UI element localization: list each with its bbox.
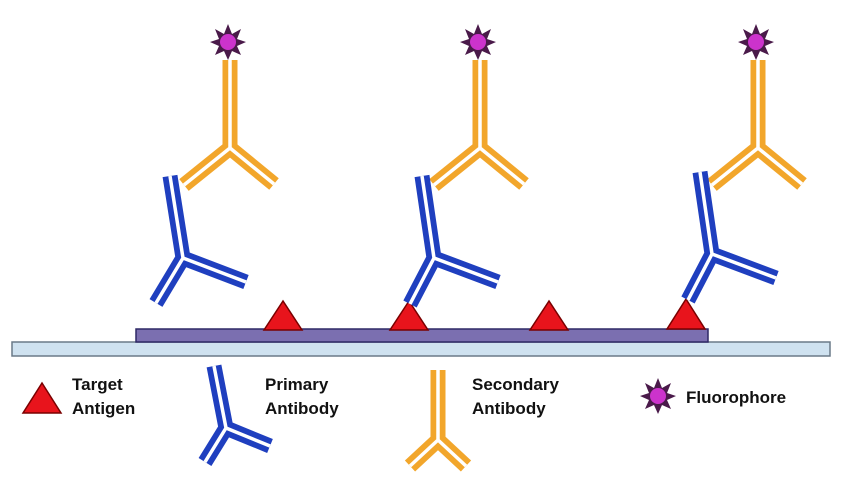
target-antigen-triangle	[528, 299, 570, 331]
membrane-layer	[135, 328, 709, 343]
fluorophore-icon	[738, 24, 774, 60]
target-antigen-triangle	[262, 299, 304, 331]
legend-primary-antibody-icon	[198, 364, 273, 466]
legend-fluorophore-label: Fluorophore	[686, 388, 786, 407]
secondary-antibody	[179, 60, 279, 191]
primary-antibody	[681, 170, 779, 304]
legend-secondary-label-line1: Secondary	[472, 375, 559, 394]
fluorophore-icon	[210, 24, 246, 60]
legend-primary-label-line1: Primary	[265, 375, 329, 394]
legend-antigen-icon	[21, 381, 63, 414]
target-antigen-triangle	[388, 299, 430, 331]
legend-antigen-label-line1: Target	[72, 375, 123, 394]
legend-fluorophore-icon	[640, 378, 676, 414]
primary-antibody	[149, 174, 249, 307]
legend-secondary-label-line2: Antibody	[472, 399, 546, 418]
legend: Target Antigen Primary Antibody Secondar…	[21, 364, 786, 472]
legend-antigen-label-line2: Antigen	[72, 399, 135, 418]
substrate-slide	[11, 341, 831, 357]
secondary-antibody	[429, 60, 529, 191]
fluorophore-icon	[460, 24, 496, 60]
legend-primary-label-line2: Antibody	[265, 399, 339, 418]
target-antigen-triangle	[665, 297, 707, 330]
legend-secondary-antibody-icon	[404, 370, 472, 472]
primary-antibody	[403, 174, 501, 308]
secondary-antibody	[707, 60, 807, 191]
